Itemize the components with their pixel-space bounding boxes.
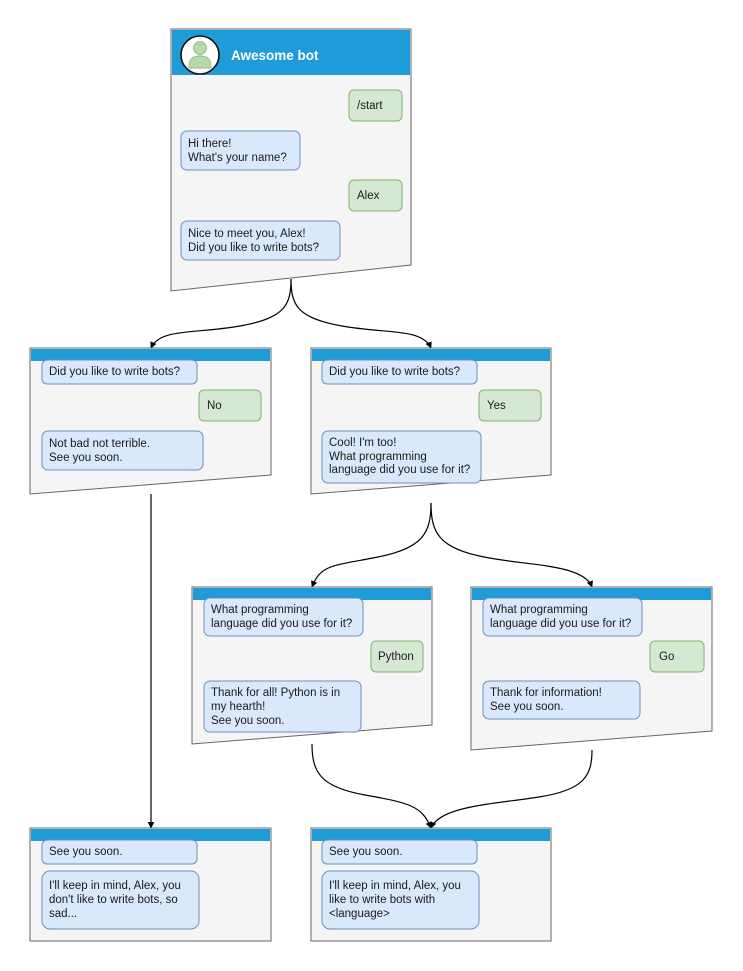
bubble-answer-no (198, 389, 262, 422)
bubble-yes-question (321, 359, 478, 385)
bubble-go-question (482, 597, 643, 637)
msg-cool-line2: What programming (329, 451, 427, 463)
msg-sad-bye: See you soon. (49, 846, 123, 858)
msg-thanks-go-line1: Thank for information! (490, 687, 602, 699)
msg-happy-line1: I'll keep in mind, Alex, you (329, 880, 461, 892)
edge-answer-python-to-end-happy (311, 743, 432, 829)
bubble-start-command (348, 89, 403, 122)
msg-thanks-go-line2: See you soon. (490, 701, 564, 713)
bubble-cool-im-too (321, 430, 482, 484)
msg-answer-go: Go (659, 651, 674, 663)
msg-thanks-py-line2: my hearth! (211, 701, 265, 713)
msg-yes-question: Did you like to write bots? (329, 366, 460, 378)
msg-happy-line2: like to write bots with (329, 894, 435, 906)
node-end-happy[interactable]: See you soon. I'll keep in mind, Alex, y… (310, 827, 552, 942)
msg-hi-there-line2: What's your name? (188, 152, 287, 164)
msg-nice-line1: Nice to meet you, Alex! (188, 228, 306, 240)
msg-hi-there-line1: Hi there! (188, 138, 231, 150)
bubble-name-alex (348, 179, 403, 212)
msg-answer-no: No (207, 400, 222, 412)
msg-answer-yes: Yes (487, 400, 506, 412)
msg-thanks-py-line1: Thank for all! Python is in (211, 687, 340, 699)
bubble-answer-yes (478, 389, 542, 422)
bubble-python-question (203, 597, 364, 637)
msg-not-bad-line2: See you soon. (49, 452, 123, 464)
bubble-answer-go (649, 640, 705, 673)
edge-start-to-answer-yes (290, 278, 432, 349)
msg-answer-python: Python (378, 651, 414, 663)
msg-nice-line2: Did you like to write bots? (188, 242, 319, 254)
node-answer-go[interactable]: What programming language did you use fo… (470, 586, 713, 751)
msg-no-question: Did you like to write bots? (49, 366, 180, 378)
bubble-hi-there (180, 130, 301, 171)
node-answer-no-header-bar (31, 349, 270, 361)
bubble-happy-bye (321, 839, 478, 865)
edge-answer-yes-to-answer-python (311, 502, 432, 588)
edge-layer (147, 278, 593, 829)
edge-start-to-answer-no (150, 278, 292, 349)
bubble-sad-note (41, 870, 200, 930)
msg-cool-line1: Cool! I'm too! (329, 437, 396, 449)
node-answer-no[interactable]: Did you like to write bots? No Not bad n… (29, 347, 272, 495)
msg-happy-bye: See you soon. (329, 846, 403, 858)
bubble-thanks-go (482, 680, 641, 720)
msg-start-command: /start (357, 100, 383, 112)
msg-sad-line3: sad... (49, 908, 77, 920)
node-end-sad-header-bar (31, 829, 270, 841)
node-end-sad[interactable]: See you soon. I'll keep in mind, Alex, y… (29, 827, 272, 942)
node-start[interactable]: Awesome bot /start Hi there! What's your… (170, 28, 412, 292)
msg-sad-line1: I'll keep in mind, Alex, you (49, 880, 181, 892)
msg-name-alex: Alex (357, 190, 380, 202)
edge-answer-go-to-end-happy (430, 749, 593, 829)
node-start-title: Awesome bot (231, 48, 319, 63)
bubble-answer-python (370, 640, 424, 673)
msg-python-question-line2: language did you use for it? (211, 618, 352, 630)
bubble-happy-note (321, 870, 480, 930)
node-answer-yes-header-bar (312, 349, 550, 361)
node-answer-yes[interactable]: Did you like to write bots? Yes Cool! I'… (310, 347, 552, 495)
msg-python-question-line1: What programming (211, 604, 309, 616)
bubble-sad-bye (41, 839, 198, 865)
bubble-no-question (41, 359, 198, 385)
msg-go-question-line1: What programming (490, 604, 588, 616)
msg-sad-line2: don't like to write bots, so (49, 894, 178, 906)
msg-cool-line3: language did you use for it? (329, 464, 470, 476)
bubble-nice-to-meet (180, 220, 341, 261)
node-answer-go-header-bar (472, 588, 711, 600)
node-end-happy-header-bar (312, 829, 550, 841)
msg-thanks-py-line3: See you soon. (211, 715, 285, 727)
msg-go-question-line2: language did you use for it? (490, 618, 631, 630)
bubble-thanks-python (203, 680, 362, 733)
node-answer-python-header-bar (193, 588, 431, 600)
bubble-not-bad (41, 430, 204, 471)
avatar (180, 35, 220, 75)
edge-answer-yes-to-answer-go (430, 502, 593, 588)
msg-not-bad-line1: Not bad not terrible. (49, 438, 150, 450)
node-start-header-bar (172, 30, 410, 75)
node-answer-python[interactable]: What programming language did you use fo… (191, 586, 433, 745)
msg-happy-line3: <language> (329, 908, 390, 920)
